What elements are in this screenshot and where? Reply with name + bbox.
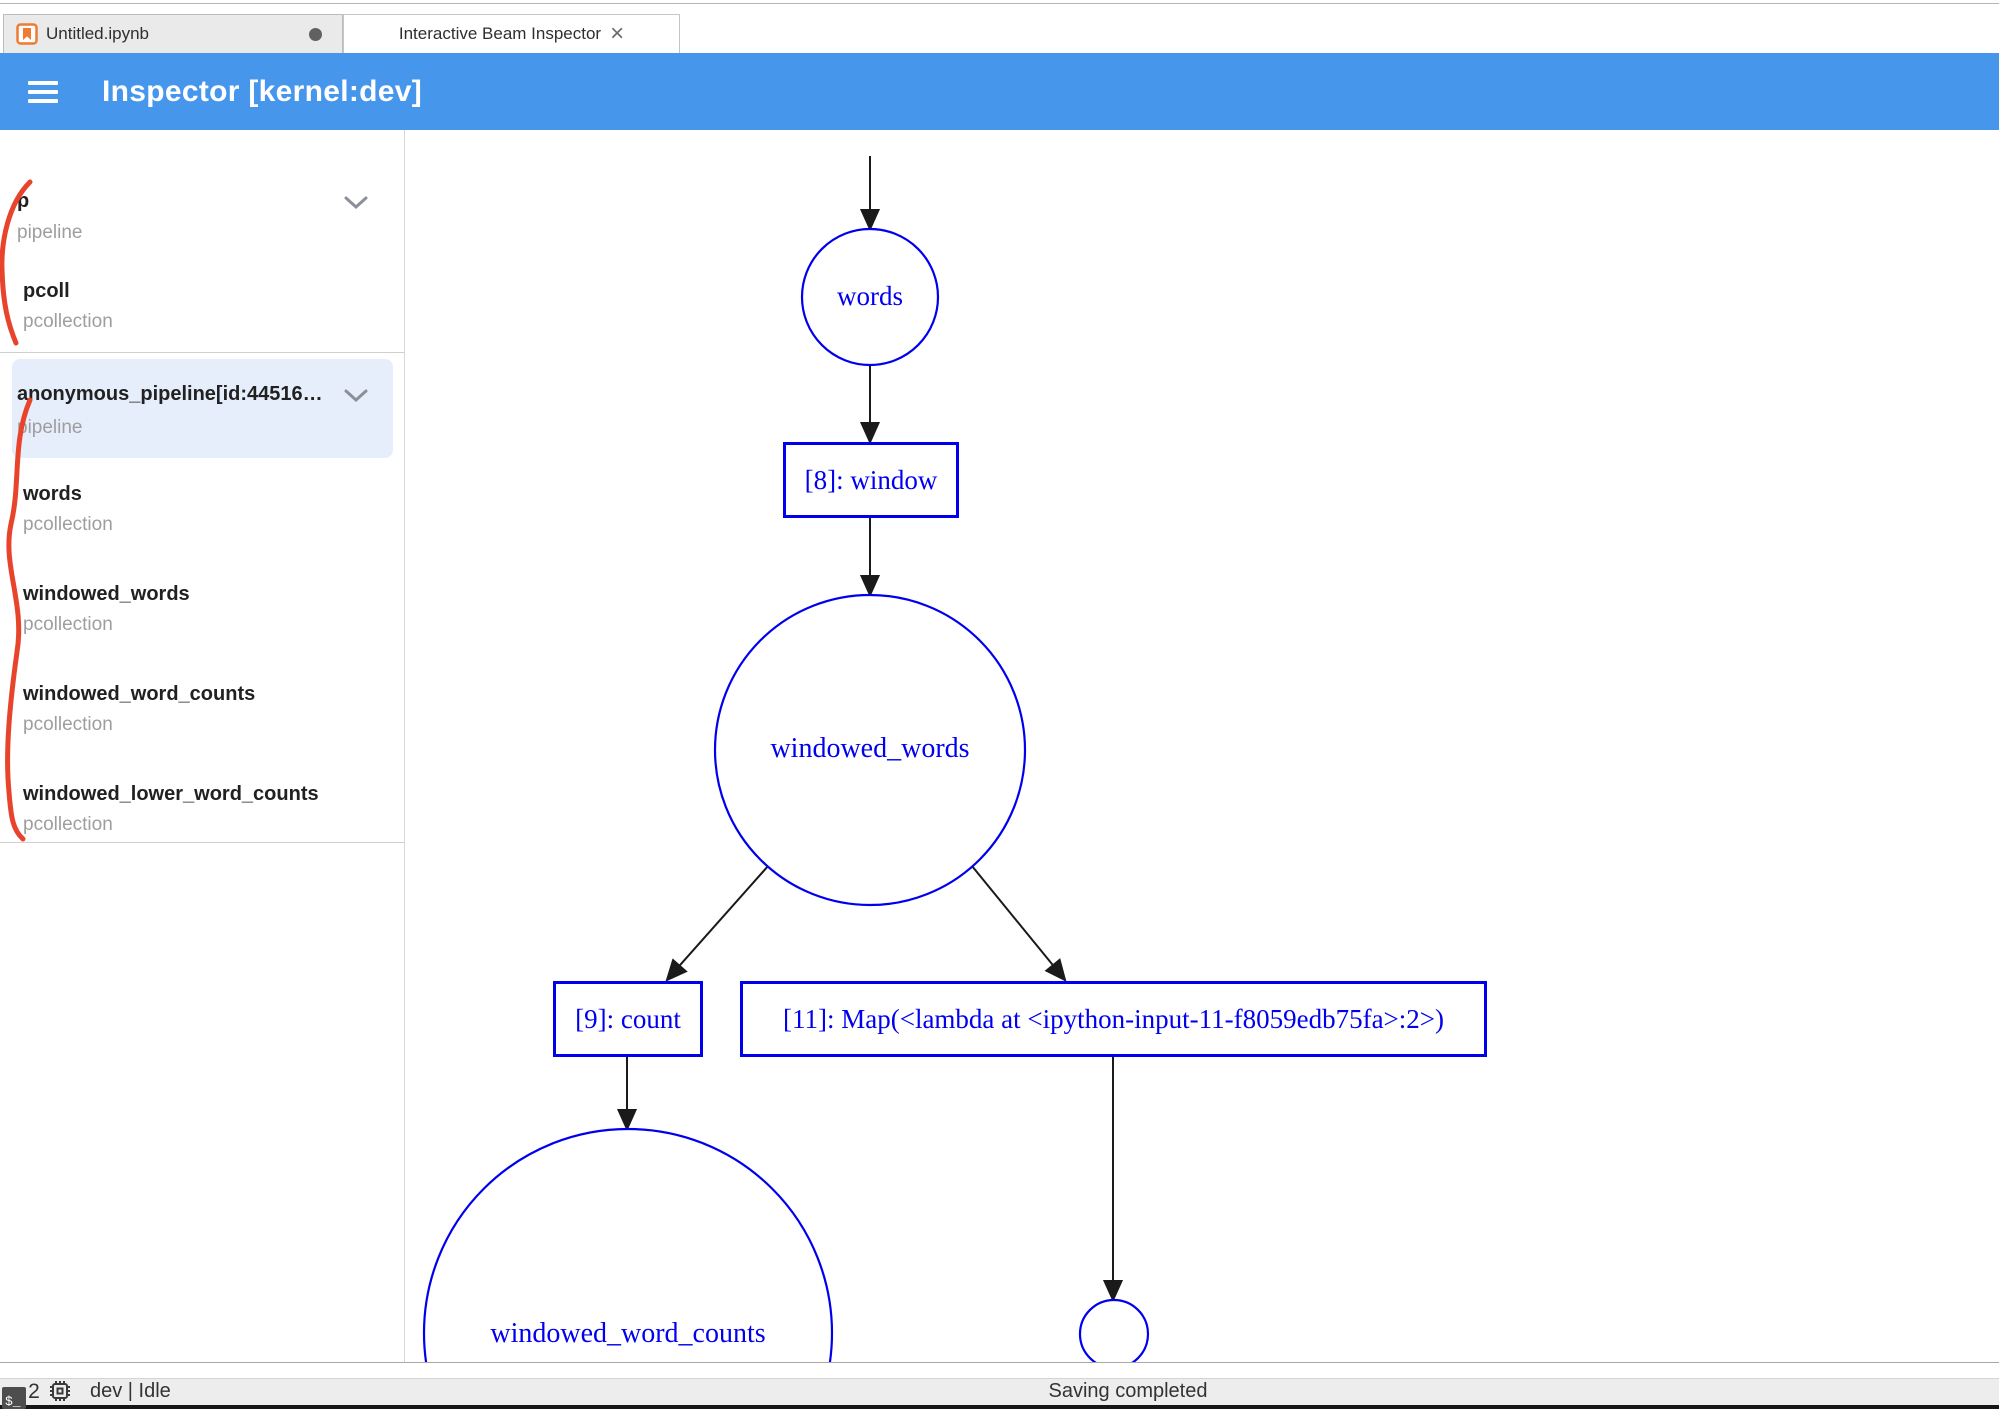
pcollection-type: pcollection (23, 311, 113, 332)
red-annotation-stroke-1 (0, 179, 33, 346)
pcollection-name: words (23, 483, 82, 505)
status-bar (0, 1378, 1999, 1405)
tab-label: Interactive Beam Inspector (398, 24, 602, 43)
chevron-down-icon[interactable] (344, 196, 368, 210)
dag-circles (422, 227, 1150, 1362)
arrowhead-icon (859, 422, 881, 445)
pcollection-type: pcollection (23, 814, 113, 835)
pipeline-type: pipeline (17, 222, 83, 243)
window-bottom-edge (0, 1405, 1999, 1409)
pipeline-name: anonymous_pipeline[id:44516… (17, 383, 323, 405)
terminal-glyph: $_ (5, 1394, 21, 1409)
dag-graph (422, 156, 1150, 1362)
content-bottom-border (0, 1362, 1999, 1363)
node-windowed-word-counts-circle (422, 1127, 834, 1362)
node-window-transform: [8]: window (783, 442, 959, 518)
node-count-transform: [9]: count (553, 981, 703, 1057)
pcollection-name: pcoll (23, 280, 70, 302)
page-title: Inspector [kernel:dev] (102, 74, 423, 108)
arrowhead-icon (1102, 1280, 1124, 1303)
chip-icon[interactable] (49, 1380, 71, 1402)
pcollection-name: windowed_word_counts (23, 683, 256, 705)
dag-edge (971, 865, 1054, 966)
pcollection-name: windowed_lower_word_counts (23, 783, 319, 805)
close-icon[interactable]: × (610, 20, 625, 47)
chevron-down-icon[interactable] (344, 389, 368, 403)
pcollection-type: pcollection (23, 614, 113, 635)
pipeline-type: pipeline (17, 417, 83, 438)
node-words-circle (800, 227, 940, 367)
terminal-icon[interactable]: $_ (2, 1387, 26, 1409)
arrowhead-icon (665, 958, 688, 982)
inspector-header: Inspector [kernel:dev] (0, 53, 1999, 130)
save-status-message: Saving completed (1048, 1380, 1208, 1402)
window-top-border (0, 3, 1999, 4)
sidebar-item-anonymous-pipeline-selected[interactable] (12, 359, 393, 458)
dag-edges (616, 156, 1124, 1303)
arrowhead-icon (1044, 958, 1067, 982)
tab-interactive-beam-inspector[interactable]: Interactive Beam Inspector × (343, 14, 680, 53)
notebook-icon (16, 23, 38, 45)
node-windowed-word-counts-label: windowed_word_counts (490, 1318, 766, 1349)
arrowhead-icon (859, 209, 881, 232)
arrowhead-icon (616, 1109, 638, 1132)
pcollection-type: pcollection (23, 514, 113, 535)
hamburger-icon[interactable] (28, 76, 58, 108)
pcollection-name: windowed_words (23, 583, 190, 605)
kernel-status[interactable]: dev | Idle (90, 1380, 171, 1402)
pcollection-type: pcollection (23, 714, 113, 735)
arrowhead-icon (859, 575, 881, 598)
terminal-count[interactable]: 2 (28, 1380, 40, 1403)
group-divider (0, 842, 405, 843)
node-unnamed-circle (1078, 1298, 1150, 1362)
group-divider (0, 352, 405, 353)
red-annotation-stroke-2 (5, 397, 33, 842)
node-windowed-words-label: windowed_words (770, 733, 970, 764)
pipeline-sidebar: p pipeline pcoll pcollection anonymous_p… (0, 130, 405, 1362)
node-map-transform: [11]: Map(<lambda at <ipython-input-11-f… (740, 981, 1487, 1057)
node-windowed-words-circle (713, 593, 1027, 907)
dag-edge (678, 865, 769, 967)
tab-label: Untitled.ipynb (46, 24, 150, 43)
node-words-label: words (837, 281, 903, 311)
red-annotation-overlay (0, 179, 33, 842)
pipeline-dag-canvas: [8]: window [9]: count [11]: Map(<lambda… (406, 130, 1999, 1362)
tab-untitled-notebook[interactable]: Untitled.ipynb (3, 14, 343, 53)
unsaved-changes-dot (309, 27, 322, 41)
